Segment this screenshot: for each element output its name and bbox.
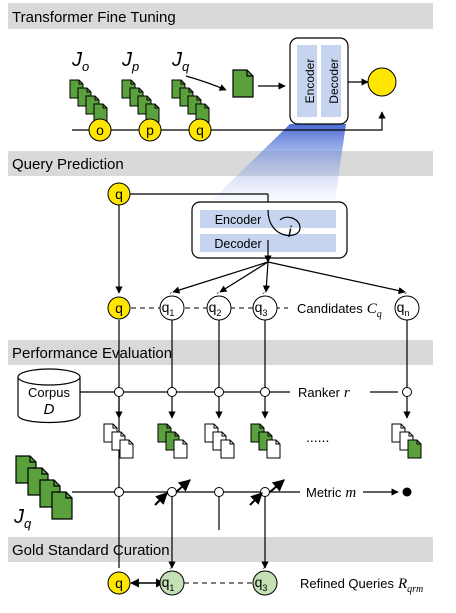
- candidate-q1: q1 ´: [159, 291, 185, 321]
- ranked-docs-q2: [204, 423, 235, 459]
- ranked-ellipsis: ......: [306, 429, 329, 445]
- set-label-o: Jo: [71, 49, 89, 74]
- svg-text:q: q: [115, 300, 123, 316]
- judgment-set-labels: Jo Jp Jq: [71, 49, 190, 74]
- query-circle-q: q: [188, 118, 212, 142]
- doc-stack-o: [69, 79, 108, 123]
- section-bar-performance: Performance Evaluation: [8, 340, 433, 365]
- svg-text:´: ´: [262, 291, 265, 303]
- metric-trend-arrows: [154, 479, 285, 506]
- arrow-to-doc: [185, 75, 227, 91]
- set-label-q: Jq: [171, 49, 190, 74]
- svg-text:q: q: [196, 122, 204, 138]
- candidate-qn: qn ´: [394, 291, 420, 321]
- svg-text:q3: q3: [255, 299, 268, 318]
- finetune-baseline: [72, 111, 386, 131]
- section-title-query-prediction: Query Prediction: [12, 156, 124, 173]
- svg-text:o: o: [96, 122, 104, 138]
- decoder-label-top: Decoder: [327, 58, 341, 103]
- corpus-database-icon: Corpus D: [17, 368, 81, 424]
- ranked-docs-q1: [157, 423, 188, 459]
- gold-query-q: q: [107, 571, 131, 595]
- ranker-nodes: [114, 387, 412, 397]
- section-bar-finetune: Transformer Fine Tuning: [8, 3, 433, 29]
- input-query-circle: q: [107, 182, 131, 206]
- svg-text:qn: qn: [397, 299, 410, 318]
- svg-text:q3: q3: [255, 574, 268, 593]
- iteration-label: i: [288, 224, 292, 241]
- section-title-finetune: Transformer Fine Tuning: [12, 9, 176, 26]
- judgment-doc-stack: [15, 455, 73, 520]
- candidate-q: q: [107, 296, 131, 320]
- metric-end-node: [402, 487, 412, 497]
- svg-text:´: ´: [216, 291, 219, 303]
- iteration-loop: [267, 209, 301, 236]
- svg-text:´: ´: [169, 291, 172, 303]
- ranked-docs-q3: [250, 423, 281, 459]
- svg-text:q1: q1: [162, 574, 175, 593]
- doc-stack-q: [171, 79, 210, 123]
- section-title-performance: Performance Evaluation: [12, 345, 172, 362]
- set-label-p: Jp: [121, 49, 139, 74]
- candidate-q3: q3 ´: [252, 291, 278, 321]
- svg-text:´: ´: [262, 566, 265, 578]
- decoder-label-lower: Decoder: [214, 237, 261, 251]
- model-beam: [212, 124, 346, 200]
- ranked-docs-qn: [391, 423, 422, 459]
- candidate-q2: q2 ´: [206, 291, 232, 321]
- query-circle-o: o: [88, 118, 112, 142]
- corpus-label: Corpus: [28, 385, 70, 400]
- query-circle-p: p: [138, 118, 162, 142]
- svg-text:´: ´: [169, 566, 172, 578]
- transformer-model-box-lower: Encoder Decoder i: [191, 201, 348, 263]
- transformer-model-box: Encoder Decoder: [289, 37, 349, 125]
- section-bar-query-prediction: Query Prediction: [8, 151, 433, 176]
- output-query-circle: [367, 67, 397, 97]
- section-title-gold: Gold Standard Curation: [12, 542, 170, 559]
- corpus-symbol: D: [44, 401, 55, 418]
- svg-text:q1: q1: [162, 299, 175, 318]
- section-bar-gold: Gold Standard Curation: [8, 537, 433, 562]
- doc-stack-p: [121, 79, 160, 123]
- svg-text:q: q: [115, 186, 123, 202]
- svg-text:p: p: [146, 122, 154, 138]
- encoder-label-lower: Encoder: [215, 213, 262, 227]
- gold-query-q3: q3 ´: [252, 566, 278, 596]
- svg-text:´: ´: [404, 291, 407, 303]
- svg-text:q2: q2: [209, 299, 222, 318]
- judgment-set-label: Jq: [13, 506, 32, 531]
- candidate-fan-arrows: [172, 261, 406, 295]
- encoder-label-top: Encoder: [303, 59, 317, 104]
- selected-doc-icon: [232, 69, 254, 98]
- svg-text:q: q: [115, 575, 123, 591]
- gold-query-q1: q1 ´: [159, 566, 185, 596]
